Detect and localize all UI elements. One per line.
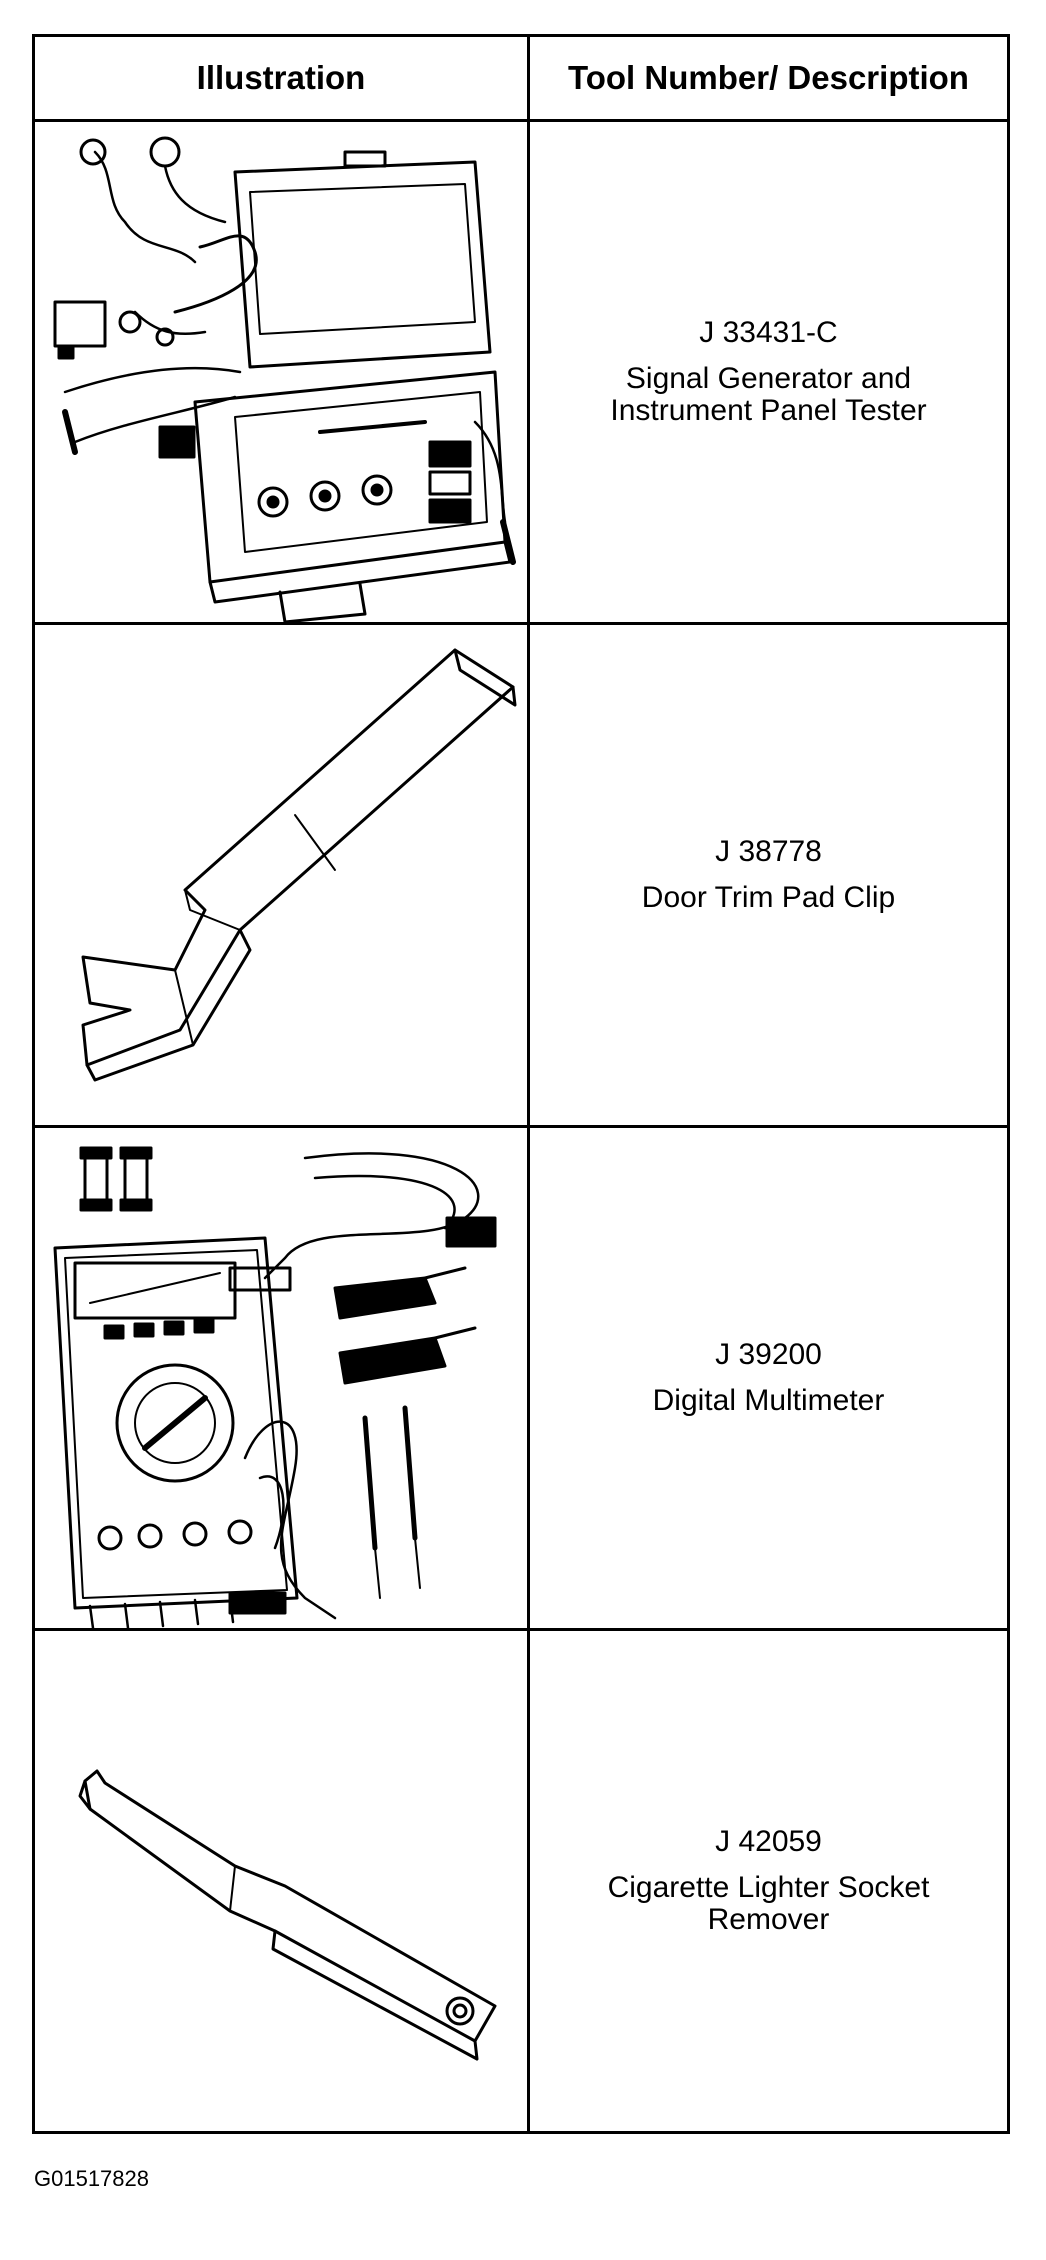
tool-number: J 38778	[715, 835, 822, 868]
tool-name-line-1: Cigarette Lighter Socket	[607, 1871, 930, 1904]
tool-number: J 42059	[715, 1825, 822, 1858]
figure-id: G01517828	[34, 2166, 149, 2191]
tool-description: J 38778 Door Trim Pad Clip	[530, 625, 1007, 1125]
tool-name-line-1: Digital Multimeter	[652, 1384, 885, 1417]
table-row: J 38778 Door Trim Pad Clip	[35, 625, 1007, 1125]
trim-clip-tool-icon	[35, 625, 527, 1125]
table-row: J 42059 Cigarette Lighter Socket Remover	[35, 1631, 1007, 2131]
row-divider	[35, 622, 1007, 625]
socket-remover-icon	[35, 1631, 527, 2131]
row-divider	[35, 1125, 1007, 1128]
tool-description: J 33431-C Signal Generator and Instrumen…	[530, 122, 1007, 622]
tool-description: J 39200 Digital Multimeter	[530, 1128, 1007, 1628]
table-row: J 33431-C Signal Generator and Instrumen…	[35, 122, 1007, 622]
header-tool-number: Tool Number/ Description	[568, 59, 969, 96]
column-divider	[527, 37, 530, 2131]
tool-number: J 33431-C	[699, 316, 838, 349]
multimeter-icon	[35, 1128, 527, 1628]
table-row: J 39200 Digital Multimeter	[35, 1128, 1007, 1628]
tool-name-line-1: Signal Generator and	[625, 362, 912, 395]
row-divider	[35, 1628, 1007, 1631]
header-divider	[35, 119, 1007, 122]
header-illustration: Illustration	[196, 59, 366, 96]
tester-kit-icon	[35, 122, 527, 622]
tool-table: Illustration Tool Number/ Description	[32, 34, 1010, 2134]
tool-name-line-2: Remover	[707, 1903, 830, 1936]
tool-name-line-1: Door Trim Pad Clip	[641, 881, 896, 914]
tool-number: J 39200	[715, 1338, 822, 1371]
tool-description: J 42059 Cigarette Lighter Socket Remover	[530, 1631, 1007, 2131]
tool-name-line-2: Instrument Panel Tester	[610, 394, 927, 427]
